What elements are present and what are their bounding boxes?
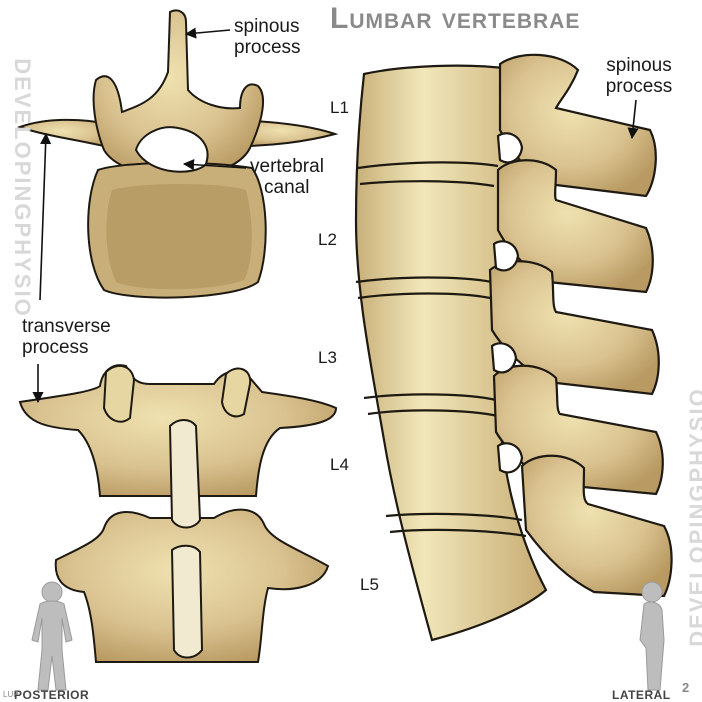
level-label-L3: L3 [318, 348, 337, 367]
arrow-spinous-top [184, 27, 231, 39]
page-title: Lumbar vertebrae [330, 2, 581, 35]
lateral-figure-icon [639, 581, 665, 691]
watermark-left: DEVELOPINGPHYSIO [10, 58, 35, 318]
posterior-figure-icon [31, 581, 73, 691]
superior-view-vertebra [17, 9, 339, 299]
level-label-L1: L1 [330, 98, 349, 117]
arrow-transverse-up [39, 132, 52, 301]
level-label-L4: L4 [330, 455, 349, 474]
arrow-spinous-lateral [627, 99, 639, 140]
view-label-lateral: LATERAL [612, 688, 671, 702]
level-label-L2: L2 [318, 230, 337, 249]
posterior-view-vertebrae [18, 364, 338, 663]
posterior-spinous-upper [168, 419, 202, 529]
label-arrows [32, 27, 639, 404]
watermark-right: DEVELOPINGPHYSIO [685, 387, 702, 647]
view-label-posterior: POSTERIOR [14, 688, 90, 702]
transverse-process-right [236, 118, 339, 148]
corner-mark-left: LUP [3, 690, 19, 699]
posterior-spinous-lower [170, 544, 204, 659]
lateral-view-spine [354, 53, 673, 642]
corner-mark-right: 2 [682, 680, 690, 695]
lateral-spinous-L5 [520, 454, 673, 598]
arrow-vertebral-canal [182, 159, 247, 171]
level-label-L5: L5 [360, 575, 379, 594]
